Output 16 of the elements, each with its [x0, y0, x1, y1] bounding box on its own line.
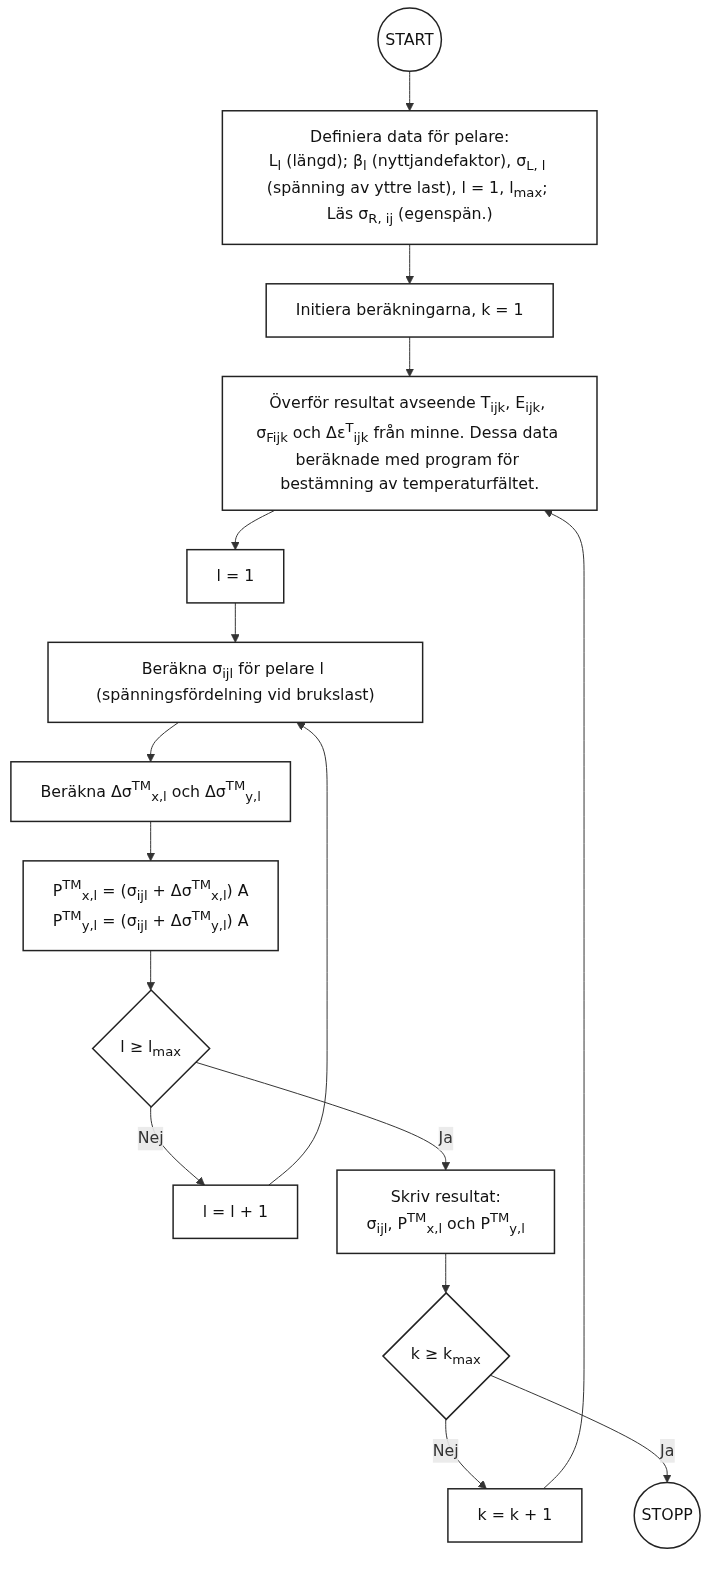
edge-label: Ja	[659, 1441, 675, 1460]
node-circle: STOPP	[633, 1481, 701, 1550]
node-box: Definiera data för pelare: L$_{l}$ (längd); β$_{l}$ (nyttjandefaktor), σ$_{L, l}$ (spänning av yttre last), l = 1, l$_{max}$; Läs σ$_{R, ij}$ (egenspän.)	[221, 110, 598, 246]
node-box: Överför resultat avseende T$_{ijk}$, E$_{ijk}$, σ$_{Fijk}$ och Δε$^{T}$$_{ijk}$ från minne. Dessa data beräknade med program för bestämning av temperaturfältet.	[221, 375, 598, 511]
edge-label: Nej	[137, 1128, 164, 1148]
node-circle: START	[377, 7, 443, 73]
node-diamond: l ≥ l$_{max}$	[91, 988, 211, 1109]
node-box: Beräkna σ$_{ijl}$ för pelare l (spänningsfördelning vid brukslast)	[47, 641, 424, 724]
node-box: l = l + 1	[172, 1184, 299, 1240]
node-box: l = 1	[186, 548, 285, 604]
edge-label: Nej	[432, 1441, 459, 1460]
edge-label: Ja	[438, 1128, 453, 1148]
node-box: P$^{TM}$$_{x,l}$ = (σ$_{ijl}$ + Δσ$^{TM}$$_{x,l}$) A P$^{TM}$$_{y,l}$ = (σ$_{ijl}$ + Δσ$^{TM}$$_{y,l}$) A	[22, 860, 279, 952]
node-diamond: k ≥ k$_{max}$	[381, 1291, 511, 1421]
node-box: k = k + 1	[447, 1488, 583, 1543]
node-box: Initiera beräkningarna, k = 1	[265, 283, 554, 338]
